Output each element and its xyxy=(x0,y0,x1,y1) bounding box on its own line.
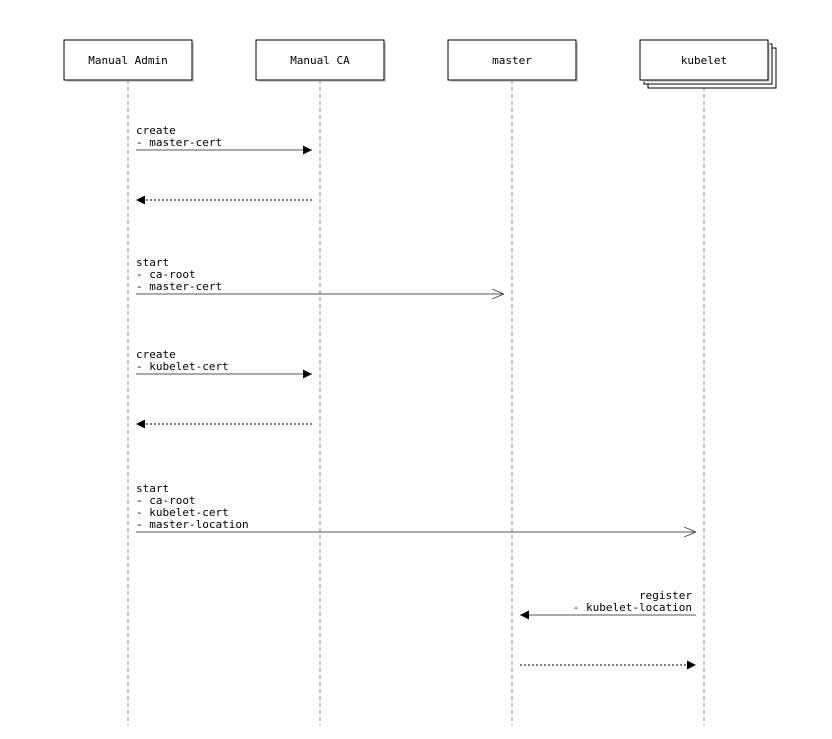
message-label-line: start xyxy=(136,256,169,269)
actor-label: master xyxy=(492,54,532,67)
message-label-line: - master-cert xyxy=(136,136,222,149)
message-label-line: - ca-root xyxy=(136,268,196,281)
actor-ca: Manual CA xyxy=(255,39,386,82)
message-label-line: - kubelet-cert xyxy=(136,506,229,519)
message-label-line: - master-cert xyxy=(136,280,222,293)
actor-box xyxy=(639,39,769,81)
actor-box xyxy=(63,39,193,81)
message-label-line: start xyxy=(136,482,169,495)
actor-master: master xyxy=(447,39,578,82)
message-label-line: - kubelet-cert xyxy=(136,360,229,373)
message-label-line: - ca-root xyxy=(136,494,196,507)
actor-label: Manual CA xyxy=(290,54,350,67)
actor-kubelet: kubelet xyxy=(639,39,777,89)
message-label-line: create xyxy=(136,124,176,137)
message-3: start- ca-root- master-cert xyxy=(136,256,504,294)
message-label-line: - master-location xyxy=(136,518,249,531)
message-4: create- kubelet-cert xyxy=(136,348,312,379)
message-6: start- ca-root- kubelet-cert- master-loc… xyxy=(136,482,696,532)
message-label-line: - kubelet-location xyxy=(573,601,692,614)
message-7: register- kubelet-location xyxy=(520,589,696,620)
message-label-line: register xyxy=(639,589,692,602)
message-1: create- master-cert xyxy=(136,124,312,155)
actor-label: kubelet xyxy=(681,54,727,67)
actor-admin: Manual Admin xyxy=(63,39,194,82)
actor-label: Manual Admin xyxy=(88,54,167,67)
actor-box xyxy=(447,39,577,81)
actor-box xyxy=(255,39,385,81)
message-label-line: create xyxy=(136,348,176,361)
